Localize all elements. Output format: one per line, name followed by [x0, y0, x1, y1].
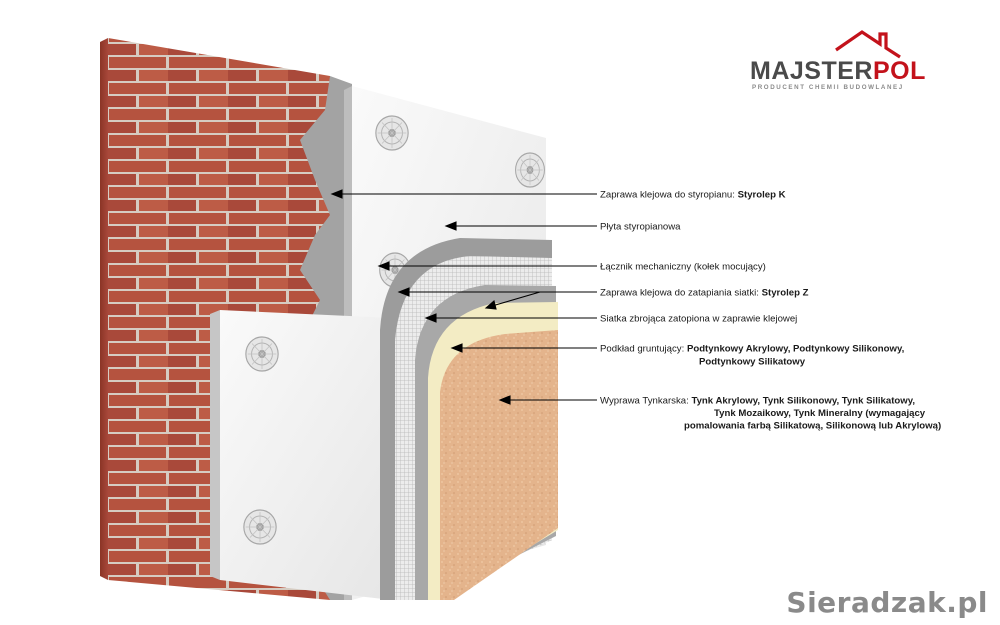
- brand-tagline: PRODUCENT CHEMII BUDOWLANEJ: [752, 84, 904, 91]
- mechanical-anchor-4: [245, 336, 279, 372]
- roof-icon: [835, 30, 901, 59]
- label-adhesive: Zaprawa klejowa do styropianu: Styrolep …: [600, 190, 786, 201]
- label-anchor: Łącznik mechaniczny (kołek mocujący): [600, 262, 766, 273]
- label-plaster: Wyprawa Tynkarska: Tynk Akrylowy, Tynk S…: [600, 396, 915, 407]
- mechanical-anchor-1: [375, 115, 409, 151]
- label-primer: Podkład gruntujący: Podtynkowy Akrylowy,…: [600, 344, 905, 355]
- mechanical-anchor-2: [514, 152, 546, 188]
- leader-mesh-diag: [491, 291, 541, 307]
- label-plaster-line2: Tynk Mozaikowy, Tynk Mineralny (wymagają…: [714, 408, 926, 419]
- brand-name: MAJSTERPOL: [750, 57, 926, 85]
- label-board: Płyta styropianowa: [600, 222, 681, 233]
- eps-board-lower: [210, 310, 392, 600]
- label-plaster-line3: pomalowania farbą Silikatową, Silikonową…: [684, 421, 941, 432]
- label-mesh-adhesive: Zaprawa klejowa do zatapiania siatki: St…: [600, 288, 809, 299]
- brand-logo: MAJSTERPOL PRODUCENT CHEMII BUDOWLANEJ: [750, 30, 926, 91]
- label-mesh: Siatka zbrojąca zatopiona w zaprawie kle…: [600, 314, 797, 325]
- label-primer-line2: Podtynkowy Silikatowy: [699, 357, 806, 368]
- leader-lines: [330, 189, 597, 405]
- watermark: Sieradzak.pl: [786, 586, 988, 619]
- mechanical-anchor-5: [243, 509, 277, 545]
- plaster-layer: [440, 330, 558, 600]
